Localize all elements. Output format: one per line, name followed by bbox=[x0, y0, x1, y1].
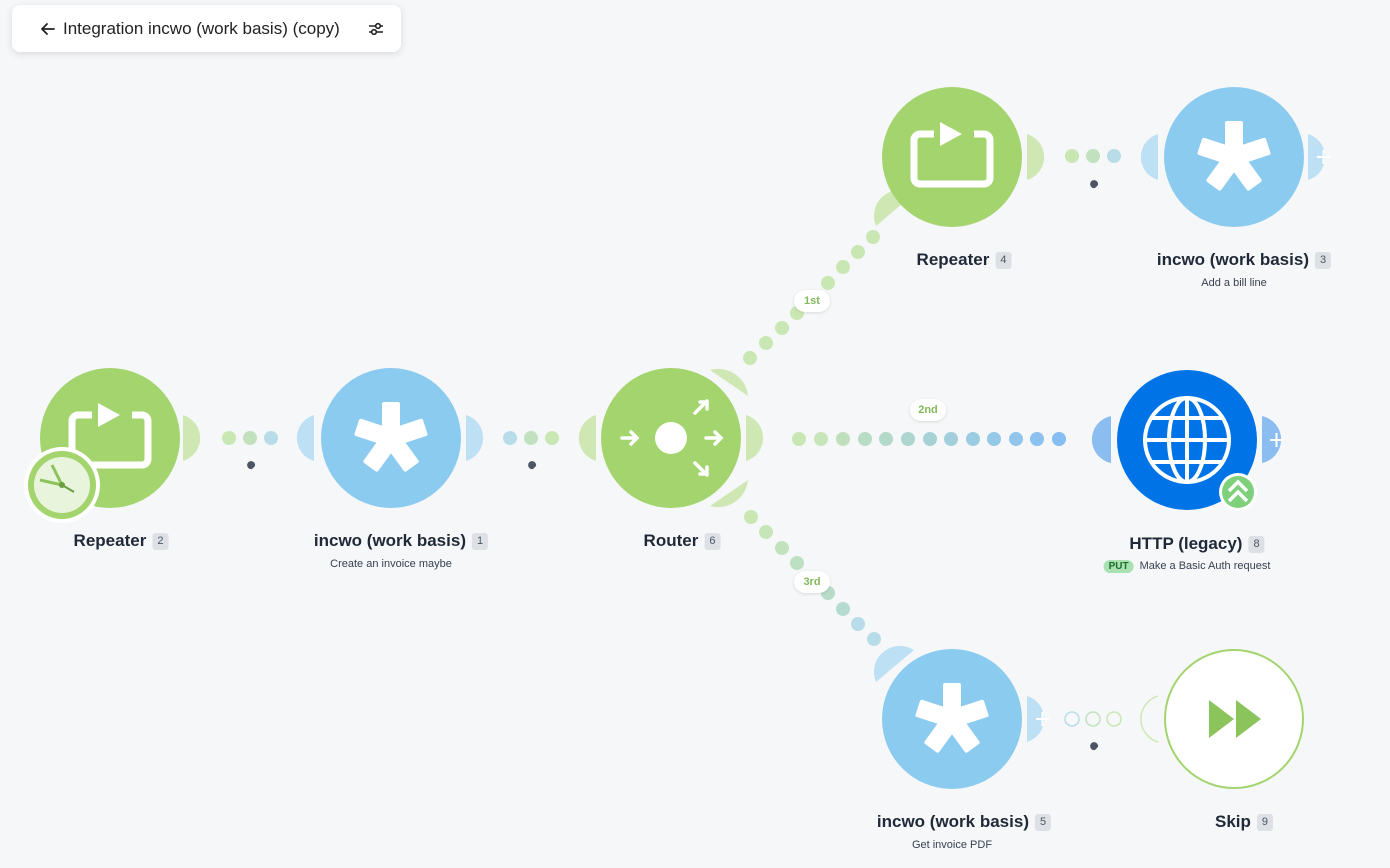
connection-repeater2-incwo1[interactable] bbox=[222, 431, 278, 445]
asterisk-icon bbox=[1197, 121, 1271, 191]
fast-forward-icon bbox=[1209, 700, 1261, 738]
module-label-skip-9: Skip 9 bbox=[1214, 812, 1274, 832]
connection-route-1st[interactable] bbox=[743, 230, 880, 365]
module-label-incwo-3: incwo (work basis) 3 bbox=[1156, 250, 1332, 270]
module-subtitle-incwo-1: Create an invoice maybe bbox=[330, 558, 452, 570]
arrow-left-icon[interactable] bbox=[38, 19, 58, 39]
module-name: Skip bbox=[1214, 812, 1251, 831]
clock-icon bbox=[24, 447, 100, 523]
connection-route-3rd[interactable] bbox=[744, 510, 881, 646]
module-number: 9 bbox=[1256, 813, 1274, 831]
module-label-repeater-4: Repeater 4 bbox=[917, 250, 1012, 270]
route-label-1st[interactable]: 1st bbox=[794, 290, 830, 312]
module-label-repeater-2: Repeater 2 bbox=[74, 531, 169, 551]
module-label-http-8: HTTP (legacy) 8 bbox=[1129, 534, 1265, 554]
router-icon bbox=[620, 399, 724, 477]
module-name: incwo (work basis) bbox=[876, 812, 1029, 831]
wrench-icon[interactable] bbox=[1088, 180, 1099, 195]
module-label-incwo-5: incwo (work basis) 5 bbox=[876, 812, 1052, 832]
add-module-icon[interactable] bbox=[1317, 150, 1330, 164]
scenario-header: Integration incwo (work basis) (copy) bbox=[12, 5, 401, 52]
wrench-icon[interactable] bbox=[1088, 742, 1099, 757]
connection-route-2nd[interactable] bbox=[792, 432, 1066, 446]
module-number: 1 bbox=[471, 532, 489, 550]
module-number: 5 bbox=[1034, 813, 1052, 831]
module-name: HTTP (legacy) bbox=[1129, 534, 1243, 553]
module-number: 2 bbox=[152, 532, 169, 550]
chevron-up-double-icon bbox=[1219, 473, 1257, 511]
module-incwo-5[interactable] bbox=[873, 645, 1049, 789]
connection-incwo5-skip9[interactable] bbox=[1064, 711, 1122, 727]
globe-icon bbox=[1143, 396, 1231, 484]
module-subtitle-incwo-5: Get invoice PDF bbox=[911, 839, 993, 851]
module-subtitle-text: Make a Basic Auth request bbox=[1139, 560, 1271, 572]
module-name: incwo (work basis) bbox=[1156, 250, 1309, 269]
sliders-icon[interactable] bbox=[366, 19, 386, 39]
module-number: 8 bbox=[1248, 535, 1265, 553]
repeat-icon bbox=[910, 122, 994, 188]
module-number: 3 bbox=[1314, 251, 1332, 269]
asterisk-icon bbox=[915, 683, 989, 753]
module-label-router-6: Router 6 bbox=[644, 531, 721, 551]
module-incwo-1[interactable] bbox=[296, 368, 484, 508]
http-method-badge: PUT bbox=[1103, 560, 1134, 573]
module-router-6[interactable] bbox=[578, 368, 764, 508]
module-repeater-4[interactable] bbox=[873, 87, 1045, 227]
connection-incwo1-router6[interactable] bbox=[503, 431, 559, 445]
module-skip-9[interactable] bbox=[1140, 649, 1304, 789]
add-module-icon[interactable] bbox=[1270, 433, 1283, 447]
module-name: Repeater bbox=[73, 531, 147, 550]
route-label-2nd[interactable]: 2nd bbox=[910, 399, 946, 421]
asterisk-icon bbox=[354, 402, 428, 472]
scenario-title[interactable]: Integration incwo (work basis) (copy) bbox=[63, 19, 340, 38]
add-module-icon[interactable] bbox=[1036, 712, 1049, 726]
module-repeater-2[interactable] bbox=[24, 368, 201, 523]
module-incwo-3[interactable] bbox=[1140, 87, 1330, 227]
module-label-incwo-1: incwo (work basis) 1 bbox=[313, 531, 489, 551]
module-subtitle-incwo-3: Add a bill line bbox=[1201, 277, 1267, 289]
module-name: Router bbox=[643, 531, 699, 550]
module-subtitle-http-8: PUT Make a Basic Auth request bbox=[1103, 560, 1271, 573]
module-number: 6 bbox=[704, 532, 721, 550]
module-name: Repeater bbox=[916, 250, 990, 269]
module-name: incwo (work basis) bbox=[313, 531, 466, 550]
module-number: 4 bbox=[995, 251, 1012, 269]
wrench-icon[interactable] bbox=[245, 461, 256, 476]
route-label-3rd[interactable]: 3rd bbox=[794, 571, 830, 593]
connection-repeater4-incwo3[interactable] bbox=[1065, 149, 1121, 163]
module-http-8[interactable] bbox=[1091, 370, 1283, 511]
wrench-icon[interactable] bbox=[526, 461, 537, 476]
repeat-icon bbox=[68, 403, 152, 469]
